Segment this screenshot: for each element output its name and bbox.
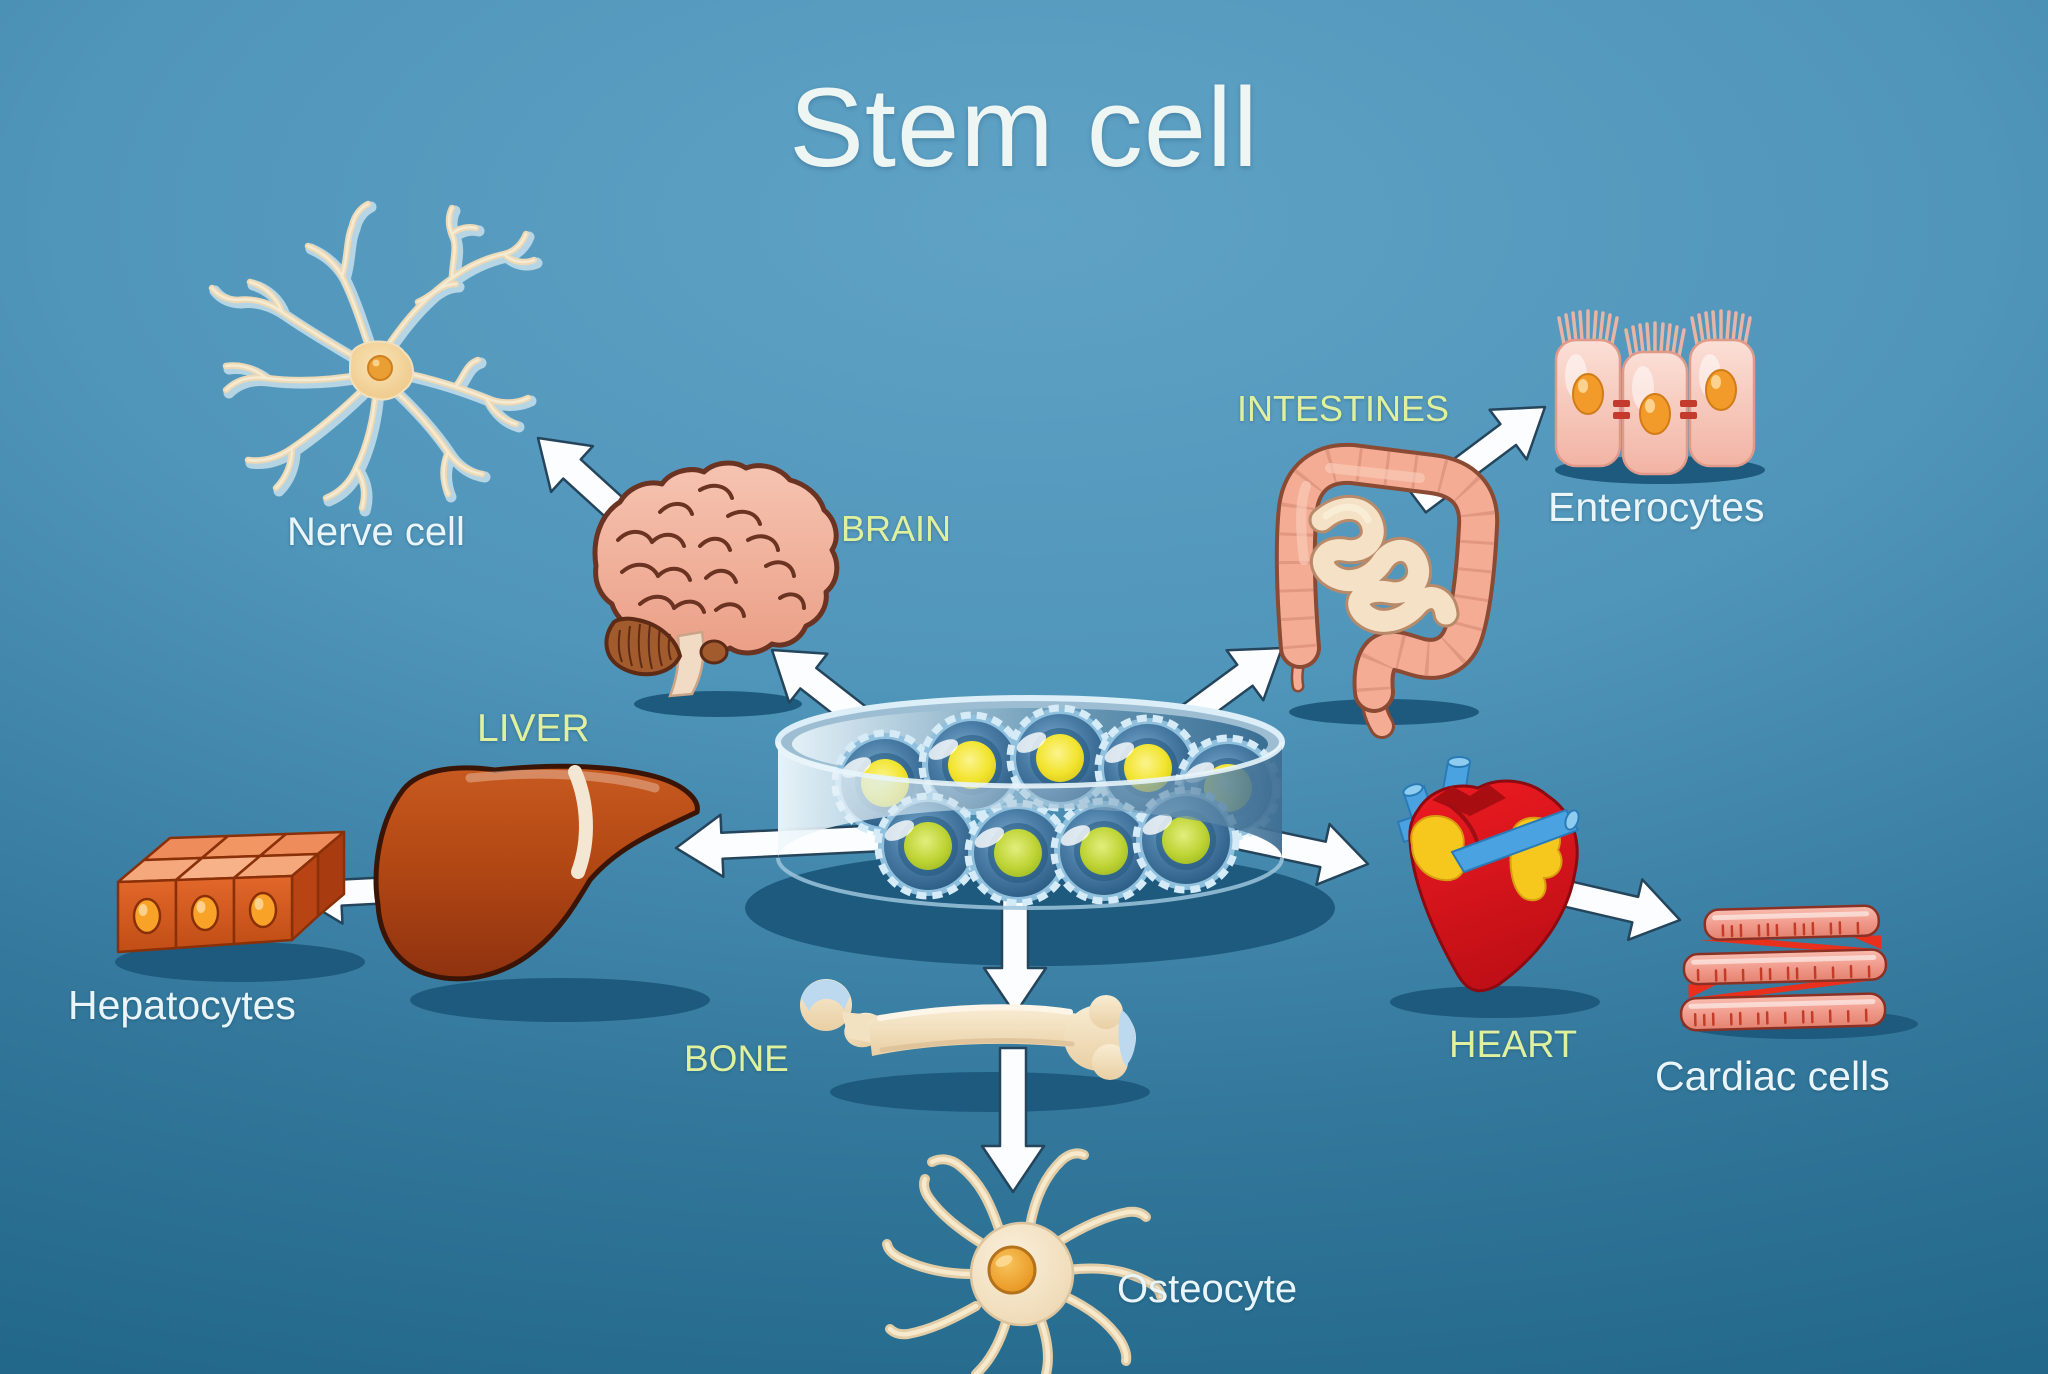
brain-label: BRAIN bbox=[841, 508, 952, 549]
cartilage-cap bbox=[801, 979, 850, 1011]
bone-illustration bbox=[800, 979, 1136, 1080]
cardiac-cells-label: Cardiac cells bbox=[1655, 1053, 1890, 1099]
cerebellum bbox=[604, 616, 683, 677]
intestines-label: INTESTINES bbox=[1237, 388, 1450, 429]
petri-dish-illustration bbox=[775, 695, 1285, 910]
heart-body bbox=[1408, 779, 1579, 993]
cell-junctions bbox=[1613, 400, 1697, 419]
brain-illustration bbox=[592, 460, 840, 698]
liver-illustration bbox=[373, 763, 700, 982]
arrow-bone-to-osteocyte bbox=[980, 1046, 1046, 1194]
heart-label: HEART bbox=[1449, 1024, 1578, 1066]
intestines-illustration bbox=[1274, 442, 1500, 739]
enterocytes-illustration bbox=[1554, 309, 1756, 476]
hepatocytes-label: Hepatocytes bbox=[68, 982, 296, 1028]
neuron-nucleus bbox=[367, 355, 393, 381]
nerve-cell-illustration bbox=[212, 204, 537, 511]
striations bbox=[1693, 921, 1871, 1027]
liver-label: LIVER bbox=[477, 707, 590, 750]
brain-gyri bbox=[616, 483, 806, 618]
enterocytes-label: Enterocytes bbox=[1548, 484, 1765, 530]
cardiac-cells-illustration bbox=[1679, 904, 1888, 1032]
enterocyte-nuclei bbox=[1572, 369, 1737, 435]
cerebellum-striations bbox=[617, 623, 672, 670]
bone-label: BONE bbox=[684, 1038, 789, 1079]
hepatocytes-illustration bbox=[116, 830, 346, 954]
osteocyte-processes bbox=[882, 1148, 1166, 1374]
nerve-cell-label: Nerve cell bbox=[287, 510, 465, 554]
osteocyte-nucleus bbox=[987, 1245, 1037, 1295]
osteocyte-label: Osteocyte bbox=[1117, 1267, 1298, 1311]
pulmonary-vessel bbox=[1450, 808, 1580, 874]
page-title: Stem cell bbox=[789, 65, 1259, 190]
osteocyte-illustration bbox=[882, 1148, 1166, 1374]
heart-illustration bbox=[1396, 756, 1580, 993]
microvilli bbox=[1557, 309, 1752, 358]
hepatocyte-nuclei bbox=[132, 891, 278, 935]
aorta bbox=[1447, 756, 1471, 768]
falciform-ligament bbox=[568, 765, 593, 879]
